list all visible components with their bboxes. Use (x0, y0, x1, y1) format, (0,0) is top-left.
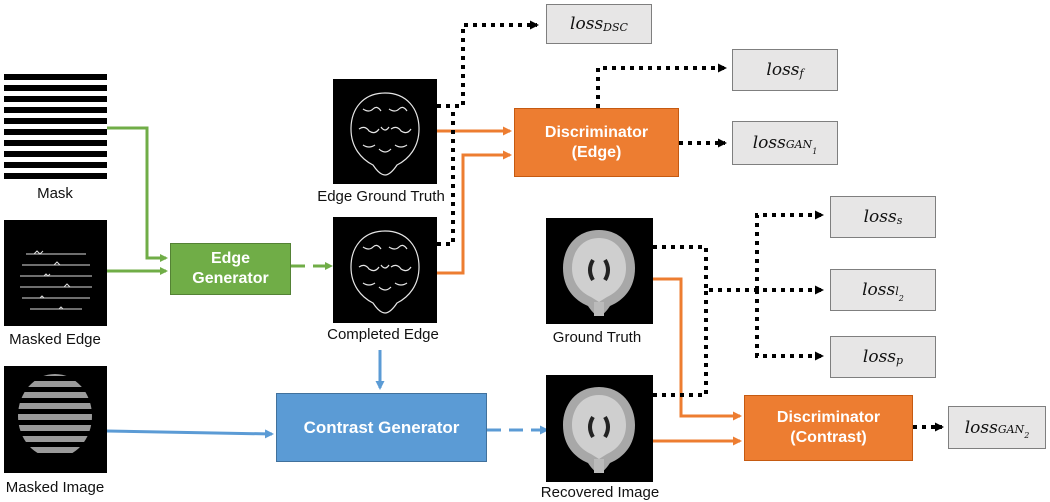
completed-edge-caption: Completed Edge (327, 326, 439, 343)
loss-gan1-base: loss (752, 133, 786, 153)
edge-generator-label-line1: Edge (210, 250, 251, 267)
loss-f-base: loss (766, 60, 800, 80)
completed-edge-image (333, 217, 437, 323)
edge-ground-truth-caption: Edge Ground Truth (317, 188, 445, 205)
arrow-masked-image-to-contrast-generator (106, 429, 274, 439)
dotted-gt-to-losses (653, 245, 824, 295)
ground-truth-image (546, 218, 653, 324)
loss-l2-base: loss (862, 280, 896, 300)
discriminator-edge-label-line1: Discriminator (544, 123, 649, 141)
arrow-completed-edge-to-discriminator (437, 150, 512, 275)
loss-dsc-base: loss (570, 14, 604, 34)
loss-s-base: loss (863, 207, 897, 227)
discriminator-contrast-box: Discriminator (Contrast) (744, 395, 913, 461)
discriminator-edge-label-line2: (Edge) (571, 143, 622, 161)
discriminator-edge-box: Discriminator (Edge) (514, 108, 679, 177)
ground-truth-caption: Ground Truth (552, 329, 642, 346)
loss-gan2-sub: GAN (997, 422, 1025, 436)
loss-l2-sub: l (895, 285, 899, 299)
loss-l2-subsub: 2 (898, 293, 904, 303)
loss-gan1-sub: GAN (785, 138, 813, 152)
arrow-mask-to-edge-generator (107, 126, 168, 262)
mask-caption: Mask (37, 185, 73, 202)
contrast-generator-label: Contrast Generator (303, 417, 460, 437)
loss-p-base: loss (862, 347, 897, 367)
arrow-ground-truth-to-discriminator-contrast (653, 277, 742, 421)
edge-ground-truth-image (333, 79, 437, 184)
discriminator-contrast-label-line1: Discriminator (776, 409, 881, 426)
dotted-to-loss-p (755, 290, 824, 361)
masked-edge-caption: Masked Edge (9, 331, 101, 348)
loss-s-sub: s (896, 213, 903, 227)
edge-generator-label-line2: Generator (192, 270, 269, 287)
dotted-edges-to-loss-dsc (437, 20, 539, 108)
edge-generator-box: Edge Generator (170, 243, 291, 295)
loss-gan2-base: loss (964, 417, 998, 438)
loss-f-sub: f (799, 66, 804, 80)
discriminator-contrast-label-line2: (Contrast) (790, 429, 867, 446)
dotted-discriminator-to-loss-f (596, 63, 727, 108)
masked-image (4, 366, 107, 473)
masked-image-caption: Masked Image (5, 479, 105, 496)
loss-gan1-subsub: 1 (812, 146, 818, 156)
recovered-image (546, 375, 653, 482)
mask-image (4, 74, 107, 179)
recovered-image-caption: Recovered Image (540, 484, 660, 501)
loss-dsc-sub: DSC (603, 20, 628, 34)
dotted-to-loss-s (755, 210, 824, 290)
loss-gan2-subsub: 2 (1024, 431, 1030, 441)
contrast-generator-box: Contrast Generator (276, 393, 487, 462)
masked-edge-image (4, 220, 107, 326)
loss-p-sub: p (896, 353, 904, 367)
